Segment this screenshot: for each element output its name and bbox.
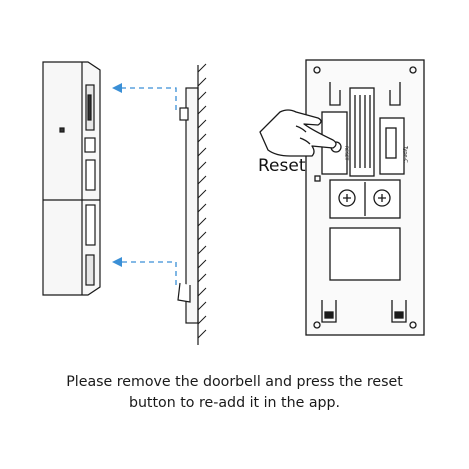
pointing-hand-icon: [259, 109, 337, 157]
caption-line-2: button to re-add it in the app.: [128, 395, 341, 411]
arrow-heads: [112, 83, 122, 267]
wall-hatching: [197, 63, 207, 339]
doorbell-side-view: [42, 61, 101, 296]
doorbell-back-panel: [305, 59, 425, 336]
instruction-caption: Please remove the doorbell and press the…: [20, 372, 449, 414]
type-c-port-label: Type-C: [402, 145, 408, 163]
caption-line-1: Please remove the doorbell and press the…: [66, 374, 403, 390]
reset-button-tag: RESET: [343, 146, 349, 161]
removal-arrows: [120, 87, 177, 285]
bracket-side-view: [177, 65, 199, 345]
reset-label: Reset: [258, 156, 306, 176]
